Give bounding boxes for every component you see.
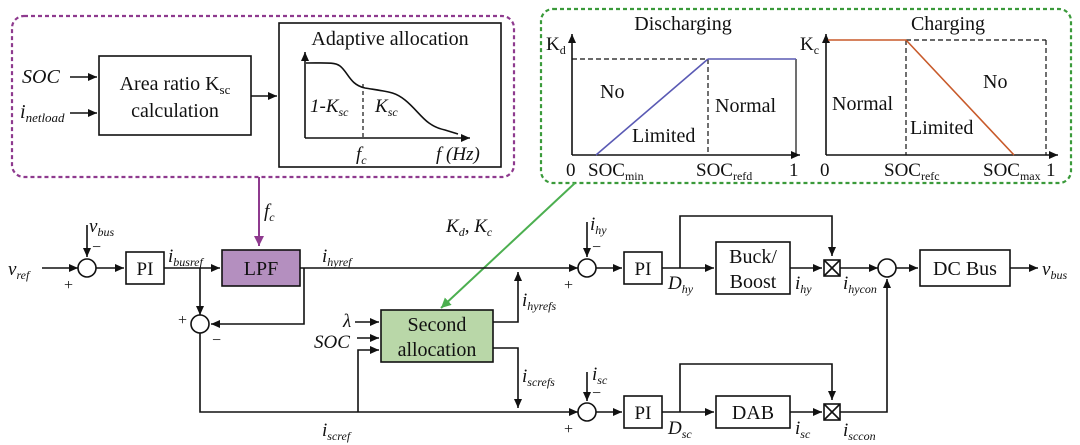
charging-limited-region: Limited [910,117,973,139]
area-ratio-text: Area ratio Ksc [120,73,231,97]
kc-axis-label: Kc [800,34,819,57]
dab-block [715,395,791,429]
svg-text:−: − [592,239,601,256]
vbus-output-label: vbus [1042,259,1067,282]
soc-limit-panel [539,7,1073,185]
svg-text:−: − [92,239,101,256]
svg-text:−: − [212,332,221,349]
svg-text:−: − [592,385,601,402]
sum-junction-vbus [77,258,97,278]
kd-axis-label: Kd [546,34,566,57]
isccon-label: isccon [843,420,876,443]
iscrefs-label: iscrefs [522,366,555,389]
dhy-label: Dhy [667,273,694,296]
ihy-feedback-label: ihy [590,214,607,237]
adaptive-allocation-title: Adaptive allocation [311,28,468,50]
sum-junction-sc [577,402,597,422]
ihy-out-label: ihy [795,273,812,296]
ihycon-label: ihycon [843,273,877,296]
input-soc-label: SOC [22,66,60,88]
lpf-block [221,249,301,287]
discharging-tick-0: 0 [566,160,576,181]
svg-text:PI: PI [635,403,652,424]
discharging-limited-region: Limited [632,125,695,147]
sum-junction-split [190,314,210,334]
socrefd-tick: SOCrefd [696,160,752,183]
adaptive-allocation-plot [278,22,502,168]
dc-bus-block [919,249,1011,287]
svg-text:PI: PI [635,259,652,280]
discharging-title: Discharging [634,13,731,35]
fc-feed-label: fc [264,201,275,224]
charging-no-region: No [983,71,1007,93]
sum-junction-hy [577,258,597,278]
discharging-tick-1: 1 [789,160,799,181]
svg-text:DC Bus: DC Bus [933,258,997,280]
frequency-axis-label: f (Hz) [436,144,480,165]
socrefc-tick: SOCrefc [884,160,940,183]
charging-title: Charging [911,13,985,35]
svg-text:DAB: DAB [732,402,774,424]
svg-text:+: + [64,277,73,294]
pi-sc-block [623,395,663,429]
buck-boost-block [715,241,791,295]
charge-limit-line [905,39,1015,156]
socmax-tick: SOCmax [983,160,1041,183]
kd-kc-feed-arrow [440,182,576,309]
discharging-no-region: No [600,81,624,103]
ihyref-label: ihyref [322,246,353,269]
second-allocation-block [380,309,494,363]
dsc-label: Dsc [667,418,692,441]
svg-text:Boost: Boost [730,271,777,293]
one-minus-ksc-label: 1-Ksc [310,96,349,119]
svg-text:+: + [178,312,187,329]
allocation-curve [305,62,459,135]
ibusref-label: ibusref [168,246,205,269]
input-inetload-label: inetload [20,101,65,125]
discharge-limit-line [595,58,709,156]
charging-normal-region: Normal [832,93,894,115]
ihyrefs-label: ihyrefs [522,290,556,313]
svg-text:+: + [564,421,573,438]
isc-feedback-label: isc [592,364,608,387]
sum-junction-bus [877,258,897,278]
lambda-input-label: λ [342,311,351,332]
fc-tick-label: fc [356,144,367,167]
adaptive-allocation-panel [10,14,516,179]
vref-label: vref [8,259,31,282]
ksc-label: Ksc [374,96,398,119]
charging-tick-1: 1 [1046,160,1056,181]
kd-kc-label: Kd, Kc [445,216,493,239]
discharging-normal-region: Normal [715,95,777,117]
socmin-tick: SOCmin [588,160,644,183]
iscref-label: iscref [322,420,352,443]
soc-input-label: SOC [314,332,350,353]
svg-text:+: + [564,277,573,294]
svg-text:PI: PI [137,259,154,280]
svg-text:LPF: LPF [244,258,278,280]
isc-out-label: isc [795,418,811,441]
calculation-text: calculation [131,100,219,122]
charging-tick-0: 0 [820,160,830,181]
vbus-feedback-label: vbus [89,216,114,239]
svg-text:Buck/: Buck/ [729,246,777,268]
area-ratio-block [98,55,252,136]
svg-text:Second: Second [408,314,467,336]
svg-text:allocation: allocation [398,339,477,361]
